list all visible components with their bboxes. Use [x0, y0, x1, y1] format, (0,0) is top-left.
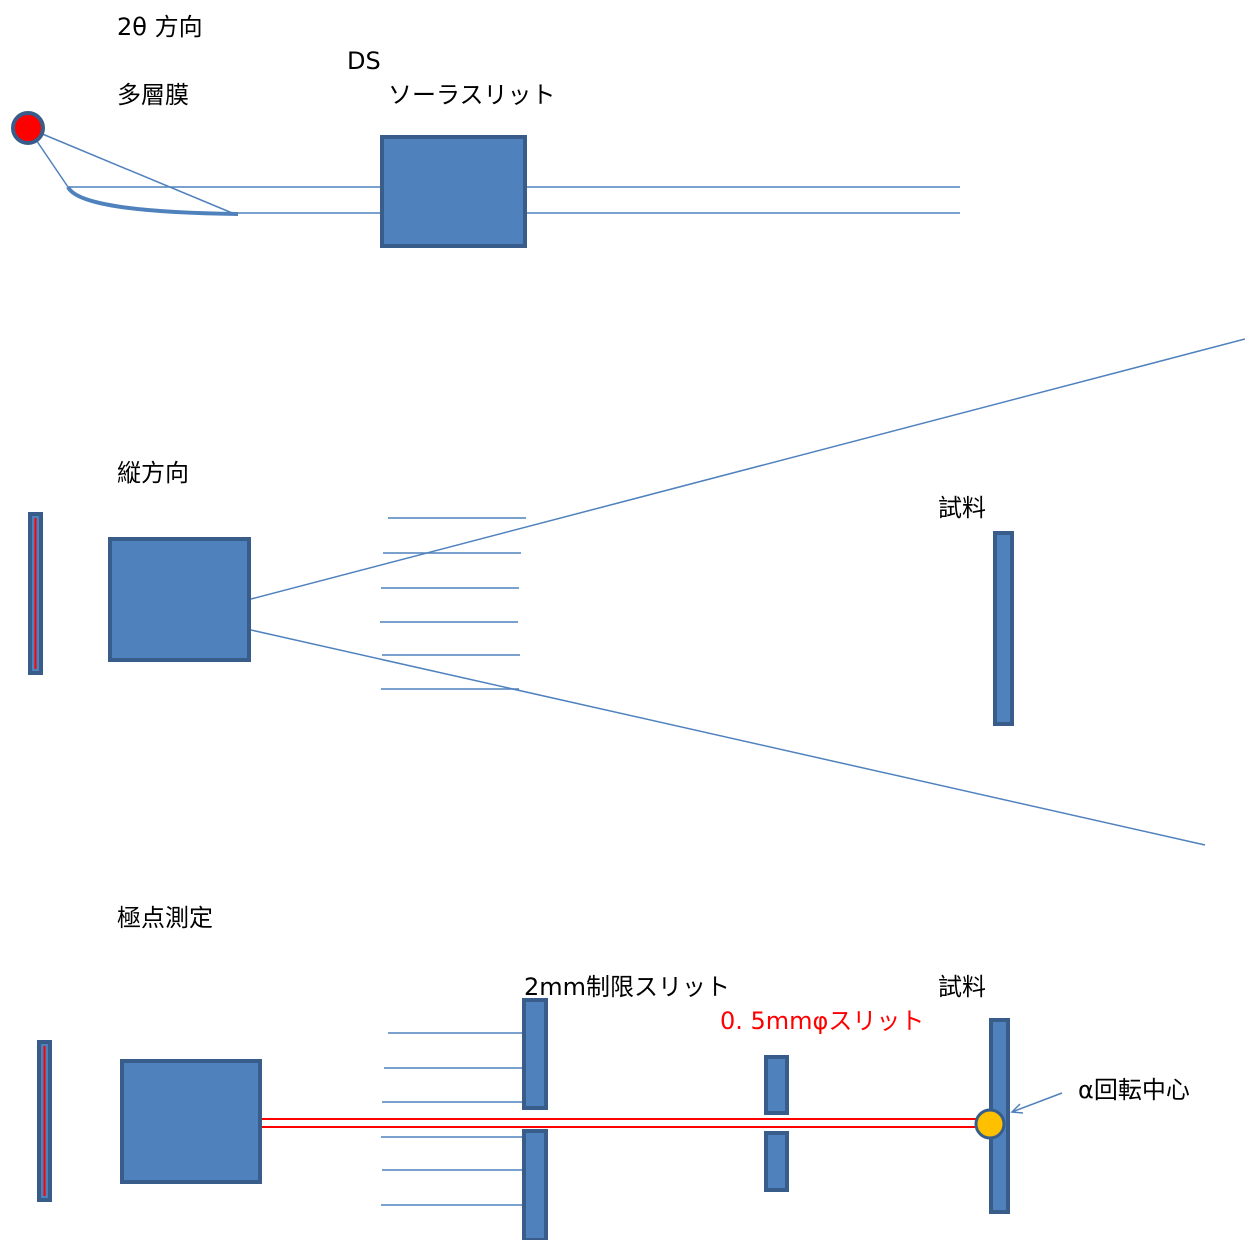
- label-multilayer: 多層膜: [117, 81, 189, 109]
- multilayer-mirror: [66, 185, 239, 216]
- title-pole-figure: 極点測定: [117, 904, 213, 932]
- label-sample-pole: 試料: [938, 973, 986, 1001]
- section-2theta: 2θ 方向 多層膜 DS ソーラスリット: [11, 13, 960, 248]
- pinhole-slit-upper-blade: [764, 1055, 789, 1115]
- soller-block-pole: [120, 1059, 262, 1184]
- soller-block-vertical: [108, 537, 251, 662]
- pinhole-slit-lower-blade: [764, 1131, 789, 1192]
- rotation-center-marker: [974, 1108, 1006, 1140]
- label-soller-slit: ソーラスリット: [388, 81, 556, 109]
- soller-foils-vertical: [380, 517, 526, 690]
- label-2mm-slit: 2mm制限スリット: [524, 973, 730, 1001]
- incident-ray-lower: [27, 127, 238, 216]
- divergent-ray-upper: [250, 338, 1245, 600]
- divergent-ray-lower: [250, 629, 1206, 846]
- title-2theta: 2θ 方向: [117, 13, 203, 41]
- slit-2mm-lower-blade: [522, 1129, 548, 1240]
- label-sample-vertical: 試料: [938, 494, 986, 522]
- rotation-center-arrow-shaft: [1011, 1092, 1063, 1113]
- rotation-center-arrow-head: [1010, 1103, 1024, 1114]
- label-pinhole-slit: 0. 5mmφスリット: [720, 1007, 924, 1035]
- section-pole: 極点測定 2mm制限スリット 0. 5mmφスリット 試料 α回転中心: [37, 904, 1190, 1240]
- section-vertical: 縦方向 試料: [28, 338, 1245, 846]
- soller-foils-pole: [381, 1032, 524, 1206]
- label-ds: DS: [347, 47, 381, 75]
- sample-bar-vertical: [993, 531, 1014, 726]
- slit-2mm-upper-blade: [522, 998, 548, 1110]
- label-rotation-center: α回転中心: [1078, 1076, 1190, 1104]
- xray-source-dot: [11, 111, 45, 145]
- soller-slit-block: [380, 135, 527, 248]
- title-vertical: 縦方向: [117, 459, 189, 487]
